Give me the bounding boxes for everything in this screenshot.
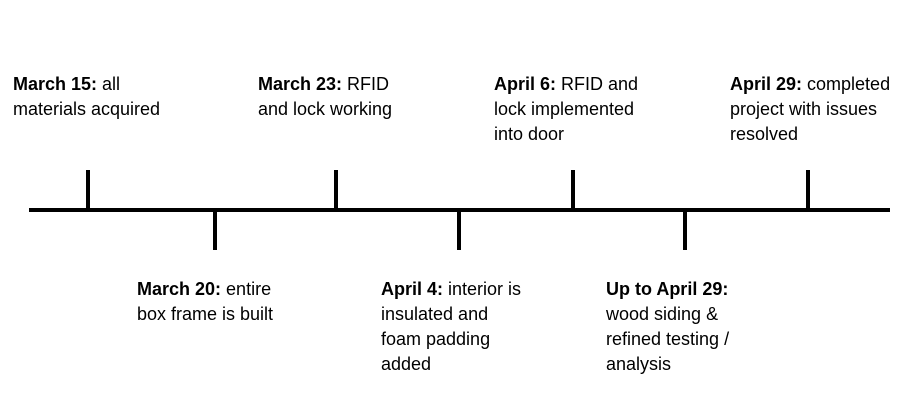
tick-march-15 xyxy=(86,170,90,210)
event-april-29: April 29: completed project with issues … xyxy=(730,72,890,147)
event-date: March 15: xyxy=(13,74,98,94)
event-text-line: refined testing / xyxy=(606,329,730,349)
event-up-to-april-29: Up to April 29: wood siding & refined te… xyxy=(606,277,729,377)
event-date: April 4: xyxy=(381,279,444,299)
event-text-line: materials acquired xyxy=(13,99,161,119)
event-date: March 23: xyxy=(258,74,343,94)
event-date: April 6: xyxy=(494,74,557,94)
event-text-line: and lock working xyxy=(258,99,393,119)
event-march-23: March 23: RFID and lock working xyxy=(258,72,392,122)
event-text-line: interior is xyxy=(443,279,522,299)
event-text-line: analysis xyxy=(606,354,672,374)
event-text-line: all xyxy=(97,74,121,94)
event-text-line: RFID xyxy=(342,74,390,94)
event-date: April 29: xyxy=(730,74,803,94)
event-text-line: added xyxy=(381,354,432,374)
event-text-line: wood siding & xyxy=(606,304,719,324)
event-text-line: foam padding xyxy=(381,329,491,349)
event-april-6: April 6: RFID and lock implemented into … xyxy=(494,72,638,147)
tick-march-23 xyxy=(334,170,338,210)
tick-april-4 xyxy=(457,210,461,250)
tick-april-6 xyxy=(571,170,575,210)
event-text-line: project with issues xyxy=(730,99,878,119)
event-march-20: March 20: entire box frame is built xyxy=(137,277,273,327)
event-text-line: lock implemented xyxy=(494,99,635,119)
event-text-line: completed xyxy=(802,74,891,94)
event-text-line: resolved xyxy=(730,124,799,144)
event-text-line: entire xyxy=(221,279,272,299)
tick-march-20 xyxy=(213,210,217,250)
tick-up-to-april-29 xyxy=(683,210,687,250)
event-march-15: March 15: all materials acquired xyxy=(13,72,160,122)
event-april-4: April 4: interior is insulated and foam … xyxy=(381,277,521,377)
event-text-line: insulated and xyxy=(381,304,489,324)
event-date: March 20: xyxy=(137,279,222,299)
event-text-line: RFID and xyxy=(556,74,639,94)
event-text-line: box frame is built xyxy=(137,304,274,324)
event-date: Up to April 29: xyxy=(606,279,729,299)
tick-april-29 xyxy=(806,170,810,210)
event-text-line: into door xyxy=(494,124,565,144)
